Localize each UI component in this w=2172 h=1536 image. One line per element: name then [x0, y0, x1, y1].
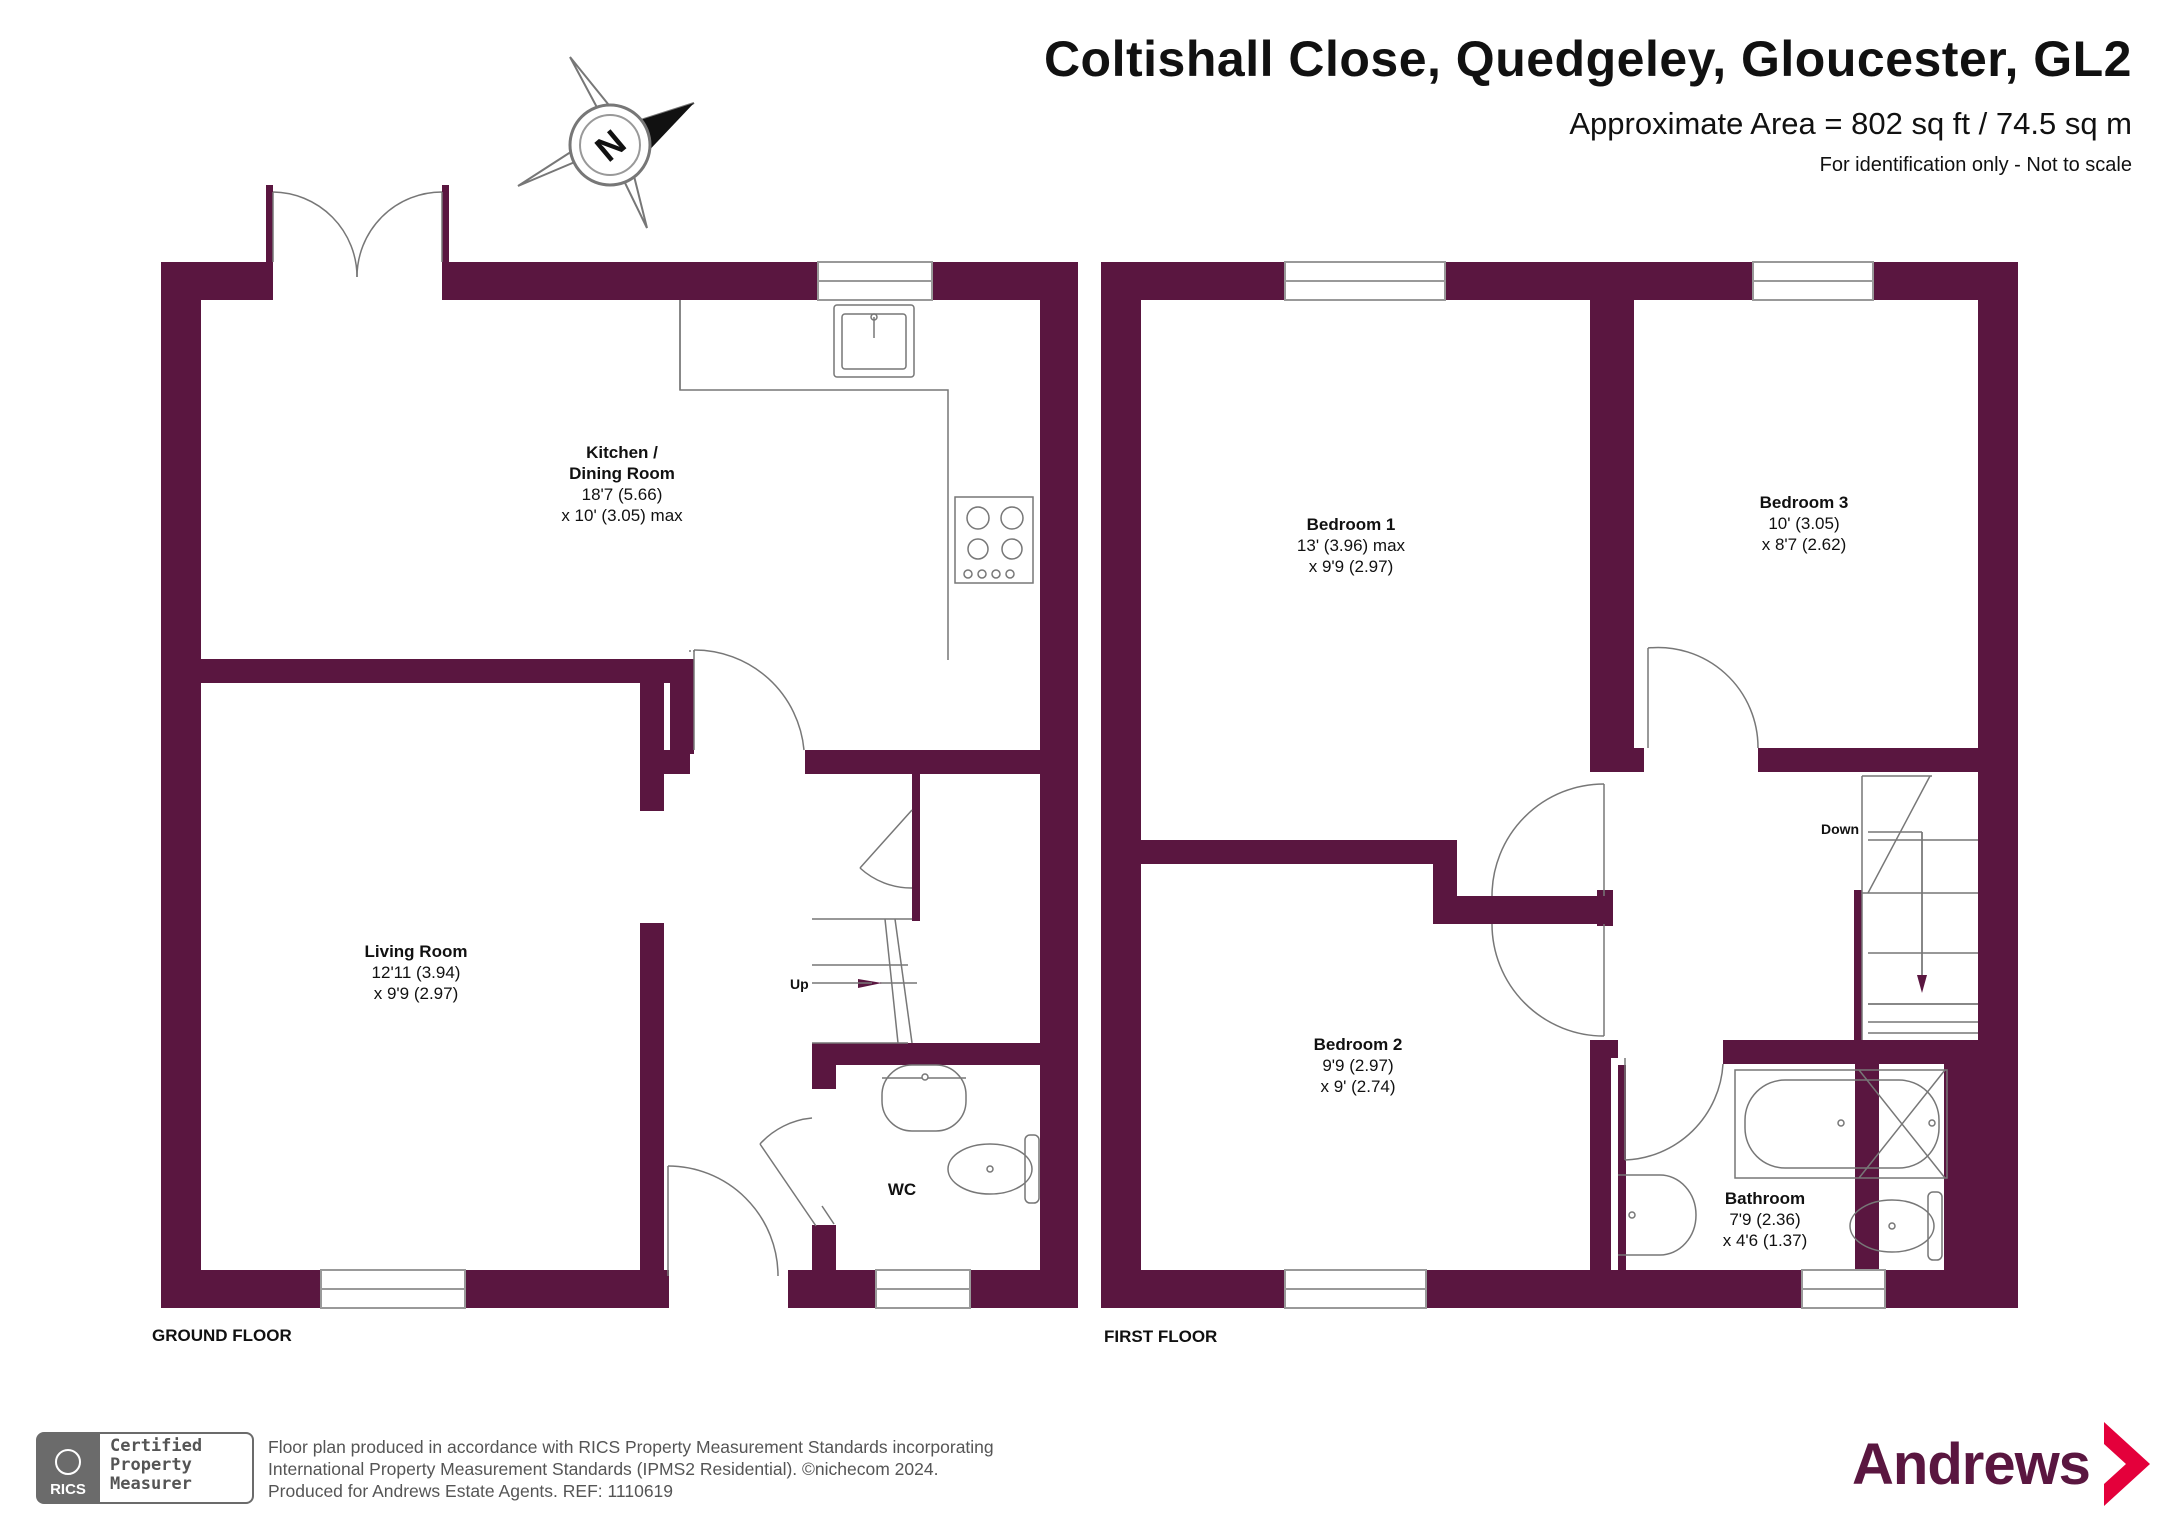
- living-room-name: Living Room: [365, 942, 468, 961]
- first-floor-walls: [1101, 262, 2018, 1308]
- kitchen-name: Kitchen /: [586, 443, 658, 462]
- first-floor-window-lines: [1285, 280, 1885, 1290]
- bathroom-name: Bathroom: [1725, 1189, 1805, 1208]
- bathroom-dim-2: x 4'6 (1.37): [1723, 1231, 1808, 1250]
- rics-certification-text: Certified Property Measurer: [100, 1432, 254, 1504]
- bedroom-2-dim-2: x 9' (2.74): [1320, 1077, 1395, 1096]
- approximate-area: Approximate Area = 802 sq ft / 74.5 sq m: [1569, 106, 2132, 141]
- stairs-down-label: Down: [1821, 821, 1859, 837]
- stairs-up-label: Up: [790, 976, 809, 992]
- footer-disclaimer: Floor plan produced in accordance with R…: [268, 1436, 994, 1502]
- bedroom-3-name: Bedroom 3: [1760, 493, 1849, 512]
- scale-note: For identification only - Not to scale: [1819, 154, 2132, 176]
- first-floor-fixtures: [1491, 646, 1978, 1261]
- wc-name: WC: [888, 1180, 916, 1199]
- compass-icon: N: [517, 56, 695, 229]
- first-floor-label: FIRST FLOOR: [1104, 1327, 1217, 1346]
- bedroom-1-dim-1: 13' (3.96) max: [1297, 536, 1406, 555]
- ground-floor-label: GROUND FLOOR: [152, 1326, 292, 1345]
- living-room-dim-2: x 9'9 (2.97): [374, 984, 459, 1003]
- window-lines: [321, 280, 970, 1290]
- footer-line-3: Produced for Andrews Estate Agents. REF:…: [268, 1481, 674, 1501]
- bedroom-3-dim-2: x 8'7 (2.62): [1762, 535, 1847, 554]
- bathroom-dim-1: 7'9 (2.36): [1729, 1210, 1800, 1229]
- living-room-dim-1: 12'11 (3.94): [372, 963, 461, 982]
- bedroom-2-name: Bedroom 2: [1314, 1035, 1403, 1054]
- bedroom-3-dim-1: 10' (3.05): [1768, 514, 1839, 533]
- bedroom-2-dim-1: 9'9 (2.97): [1322, 1056, 1393, 1075]
- andrews-logo: Andrews: [1852, 1422, 2150, 1506]
- rics-logo: RICS: [36, 1432, 100, 1504]
- kitchen-dim-1: 18'7 (5.66): [582, 485, 663, 504]
- ground-floor-fixtures: [272, 191, 1040, 1277]
- footer-line-2: International Property Measurement Stand…: [268, 1459, 939, 1479]
- brand-name: Andrews: [1852, 1431, 2091, 1497]
- bedroom-1-name: Bedroom 1: [1307, 515, 1396, 534]
- lion-icon: [55, 1449, 81, 1475]
- rics-logo-text: RICS: [50, 1481, 86, 1498]
- chevron-logo-icon: [2103, 1422, 2150, 1506]
- footer-line-1: Floor plan produced in accordance with R…: [268, 1437, 994, 1457]
- rics-line-1: Certified: [110, 1436, 203, 1456]
- ground-floor-walls: [161, 185, 1078, 1308]
- down-arrow-icon: [1917, 975, 1927, 993]
- rics-line-2: Property: [110, 1455, 192, 1475]
- kitchen-name-2: Dining Room: [569, 464, 675, 483]
- kitchen-dim-2: x 10' (3.05) max: [561, 506, 683, 525]
- rics-certified-badge: RICS Certified Property Measurer: [36, 1432, 254, 1504]
- page-title: Coltishall Close, Quedgeley, Gloucester,…: [1043, 31, 2132, 87]
- bedroom-1-dim-2: x 9'9 (2.97): [1309, 557, 1394, 576]
- rics-line-3: Measurer: [110, 1474, 192, 1494]
